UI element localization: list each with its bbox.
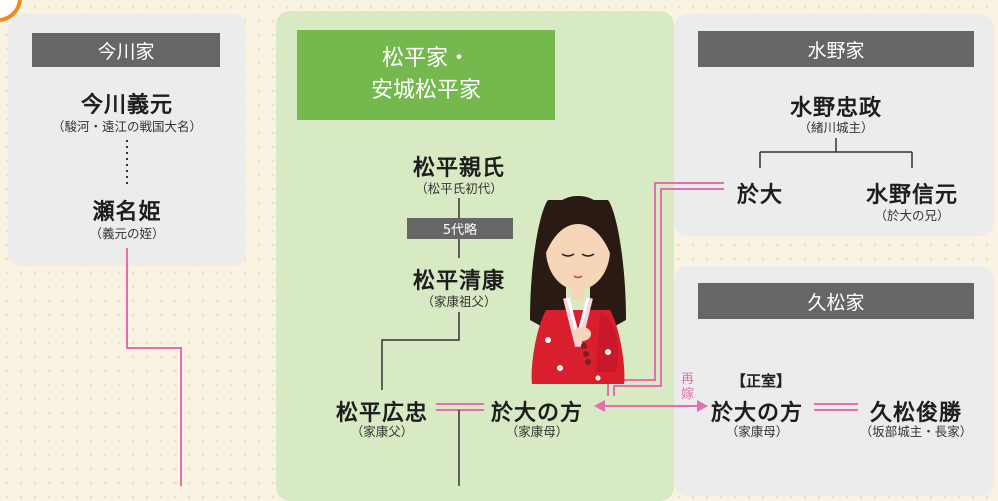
odai-hisamatsu-name: 於大の方	[710, 401, 804, 426]
sena-name: 瀬名姫	[92, 200, 162, 225]
remarriage-arrow-right	[697, 400, 708, 412]
odai-transfer-line-inner	[613, 188, 724, 396]
sena-pink-line	[126, 248, 182, 486]
chikauji-name: 松平親氏	[412, 156, 506, 181]
matsudaira-header-line2: 安城松平家	[370, 78, 481, 103]
imagawa-header: 今川家	[32, 33, 220, 67]
hirotada-name: 松平広忠	[335, 401, 429, 426]
matsudaira-header: 松平家・ 安城松平家	[297, 30, 555, 120]
toshikatsu-name: 久松俊勝	[869, 401, 963, 426]
hirotada-note: （家康父）	[350, 424, 414, 439]
toshikatsu-note: （坂部城主・長家）	[859, 424, 973, 439]
kiyoyasu-name: 松平清康	[412, 269, 506, 294]
family-tree-connectors	[126, 138, 913, 486]
sena-note: （義元の姪）	[89, 226, 165, 241]
remarriage-text: 再 嫁	[680, 372, 694, 402]
odai-matsudaira-name: 於大の方	[490, 401, 584, 426]
woman-in-kimono-figure	[530, 196, 626, 384]
omitted-generations-tag: 5代略	[407, 218, 513, 239]
matsudaira-header-line1: 松平家・	[381, 46, 470, 71]
kiyoyasu-note: （家康祖父）	[421, 294, 497, 309]
nobumoto-name: 水野信元	[865, 183, 959, 208]
kiyoyasu-to-hirotada-line	[381, 312, 460, 390]
yoshimoto-name: 今川義元	[80, 93, 174, 118]
hisamatsu-header: 久松家	[698, 283, 974, 319]
chikauji-note: （松平氏初代）	[415, 181, 503, 196]
tadamasa-name: 水野忠政	[789, 96, 883, 121]
odai-transfer-line-outer	[607, 182, 724, 396]
seishitsu-label: 【正室】	[730, 372, 792, 390]
odai-hisamatsu-note: （家康母）	[725, 424, 789, 439]
nobumoto-note: （於大の兄）	[874, 208, 950, 223]
odai-matsudaira-note: （家康母）	[505, 424, 569, 439]
remarriage-arrow-left	[594, 400, 605, 412]
remarriage-label: 再 嫁	[680, 372, 695, 402]
yoshimoto-note: （駿河・遠江の戦国大名）	[51, 119, 203, 134]
odai-mizuno-name: 於大	[736, 183, 784, 208]
mizuno-header: 水野家	[698, 31, 974, 67]
tadamasa-note: （緒川城主）	[798, 120, 874, 135]
